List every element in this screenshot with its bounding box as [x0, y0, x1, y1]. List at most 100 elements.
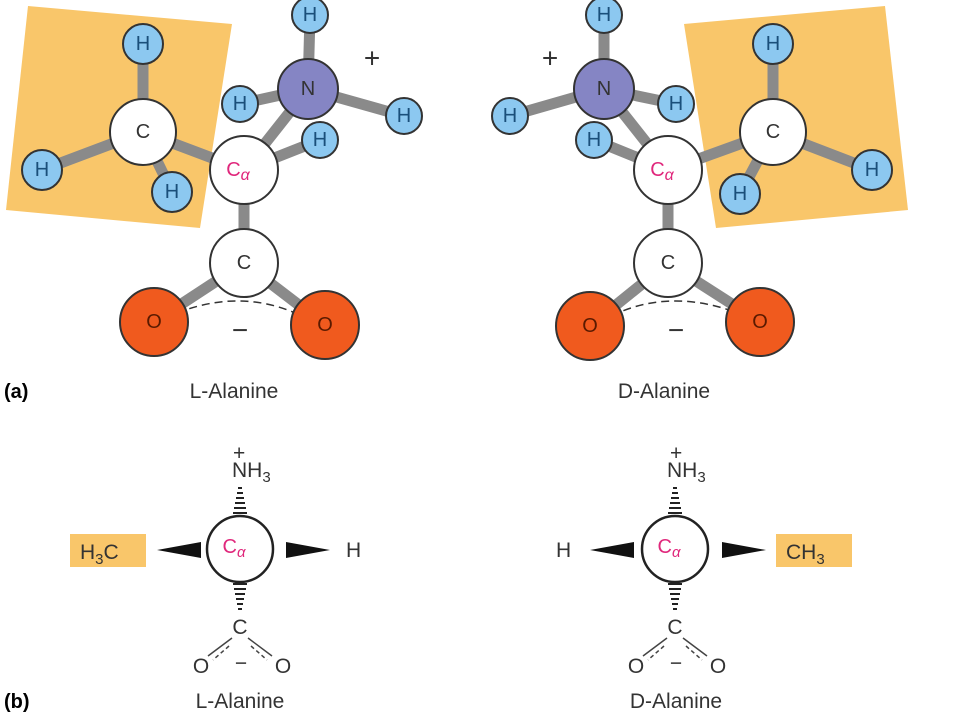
oxygen-label: O [752, 311, 768, 333]
methyl-highlight-box [776, 534, 852, 567]
hydrogen-atom [21, 149, 63, 191]
ammonium-plus-sign: + [233, 442, 245, 465]
alpha-carbon-label: Cα [222, 536, 245, 561]
panel-b-d-alanine-projection: + NH3 H CH3 Cα C [556, 442, 852, 678]
alpha-carbon-circle [205, 514, 275, 584]
hydrogen-label: H [165, 181, 179, 203]
panel-a-label: (a) [4, 381, 28, 403]
hydrogen-atom [122, 23, 164, 65]
alpha-carbon-circle [640, 514, 710, 584]
hydrogen-atom [291, 0, 329, 34]
oxygen-left-label: O [628, 655, 644, 678]
hydrogen-label: H [733, 183, 747, 205]
carboxyl-carbon-label: C [237, 252, 251, 274]
hydrogen-atom [719, 173, 761, 215]
d-alanine-caption-a: D-Alanine [618, 380, 710, 403]
hydrogen-atom [491, 97, 529, 135]
hydrogen-label: H [865, 159, 879, 181]
carboxyl-carbon-label: C [232, 616, 247, 639]
negative-charge: − [235, 652, 247, 675]
solid-wedge-left [157, 542, 201, 558]
hydrogen-label: H [303, 4, 317, 26]
hydrogen-label: H [503, 105, 517, 127]
oxygen-atom [555, 291, 625, 361]
oxygen-label: O [582, 315, 598, 337]
hydrogen-atom [585, 0, 623, 34]
nitrogen-label: N [597, 78, 611, 100]
l-alanine-caption-a: L-Alanine [190, 380, 279, 403]
oxygen-right-label: O [710, 655, 726, 678]
alpha-carbon-label: Cα [650, 159, 674, 184]
hydrogen-label: H [766, 33, 780, 55]
hydrogen-atom [851, 149, 893, 191]
methyl-carbon-label: C [136, 121, 150, 143]
carboxylate-bonds [207, 637, 273, 661]
hydrogen-label: H [233, 93, 247, 115]
hydrogen-label: H [397, 105, 411, 127]
methyl-group-label: CH3 [786, 541, 825, 568]
hydrogen-atom [657, 85, 695, 123]
carboxyl-carbon-atom [209, 228, 279, 298]
carboxylate-bonds [642, 637, 708, 661]
oxygen-atom [725, 287, 795, 357]
hydrogen-label: H [35, 159, 49, 181]
panel-a-l-alanine-model: H H H C H H H N H Cα C O O + − [6, 0, 423, 360]
alpha-carbon-atom [633, 135, 703, 205]
methyl-highlight-box [70, 534, 146, 567]
positive-charge: + [542, 43, 558, 74]
negative-charge: − [670, 652, 682, 675]
hydrogen-substituent: H [346, 539, 361, 562]
oxygen-atom [119, 287, 189, 357]
solid-wedge-left [590, 542, 634, 558]
oxygen-atom [290, 290, 360, 360]
hydrogen-atom [575, 121, 613, 159]
negative-charge: − [232, 315, 248, 346]
alpha-carbon-label: Cα [657, 536, 680, 561]
positive-charge: + [364, 43, 380, 74]
l-alanine-caption-b: L-Alanine [196, 690, 285, 713]
oxygen-label: O [146, 311, 162, 333]
methyl-carbon-atom [109, 98, 177, 166]
solid-wedge-right [286, 542, 330, 558]
nitrogen-label: N [301, 78, 315, 100]
carboxyl-carbon-label: C [661, 252, 675, 274]
alpha-carbon-atom [209, 135, 279, 205]
ammonium-group: NH3 [232, 459, 271, 486]
ammonium-group: NH3 [667, 459, 706, 486]
oxygen-label: O [317, 314, 333, 336]
solid-wedge-right [722, 542, 766, 558]
panel-b-label: (b) [4, 691, 30, 713]
hashed-wedge-up [667, 487, 683, 519]
nitrogen-atom [573, 58, 635, 120]
nitrogen-atom [277, 58, 339, 120]
oxygen-left-label: O [193, 655, 209, 678]
negative-charge: − [668, 315, 684, 346]
d-alanine-caption-b: D-Alanine [630, 690, 722, 713]
methyl-carbon-label: C [766, 121, 780, 143]
ammonium-plus-sign: + [670, 442, 682, 465]
hydrogen-label: H [136, 33, 150, 55]
hydrogen-label: H [313, 129, 327, 151]
hydrogen-atom [301, 121, 339, 159]
methyl-group-label: H3C [80, 541, 119, 568]
hashed-wedge-up [232, 487, 248, 519]
carboxyl-carbon-label: C [667, 616, 682, 639]
hydrogen-atom [752, 23, 794, 65]
hashed-wedge-down [668, 583, 682, 610]
hydrogen-label: H [587, 129, 601, 151]
hashed-wedge-down [233, 583, 247, 610]
hydrogen-label: H [597, 4, 611, 26]
panel-a-d-alanine-model: H H H C H H H N H Cα C O O + − [491, 0, 908, 361]
hydrogen-atom [151, 171, 193, 213]
hydrogen-atom [221, 85, 259, 123]
alpha-carbon-label: Cα [226, 159, 250, 184]
carboxyl-carbon-atom [633, 228, 703, 298]
oxygen-right-label: O [275, 655, 291, 678]
hydrogen-atom [385, 97, 423, 135]
hydrogen-label: H [669, 93, 683, 115]
panel-b-l-alanine-projection: + NH3 H3C H Cα C [70, 442, 361, 678]
hydrogen-substituent: H [556, 539, 571, 562]
methyl-carbon-atom [739, 98, 807, 166]
